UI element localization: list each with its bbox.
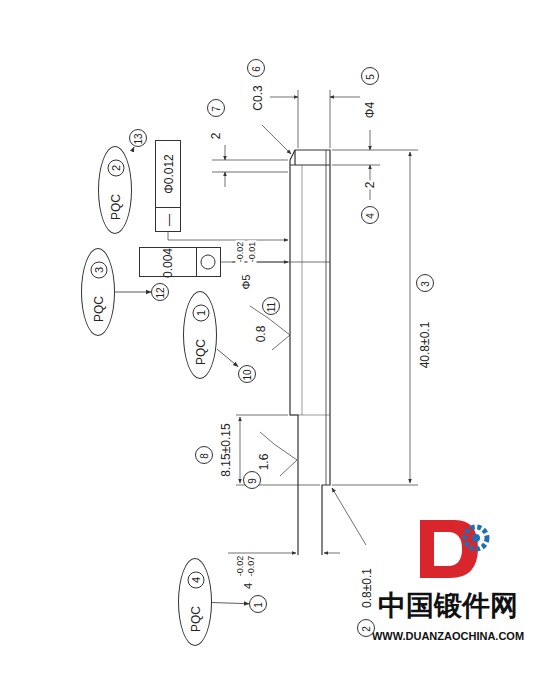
- tolerance-value: —: [163, 214, 175, 226]
- pqc-label: PQC: [110, 194, 122, 220]
- callout-number: 4: [361, 206, 379, 224]
- dimension-text: -0.02: [236, 555, 245, 578]
- watermark-text: WWW.DUANZAOCHINA.COM: [371, 631, 525, 642]
- callout-number: 11: [262, 297, 280, 315]
- callout-number: 10: [243, 369, 253, 380]
- callout-number: 2: [357, 619, 375, 637]
- frame-divider: [196, 248, 197, 276]
- pqc-oval: PQC 4: [178, 558, 212, 646]
- callout-number: 7: [207, 99, 225, 117]
- callout-number: 1: [254, 602, 264, 608]
- callout-number: 3: [421, 281, 431, 287]
- leader-arrow: [217, 349, 238, 366]
- leader-arrow: [115, 292, 151, 293]
- tolerance-frame: 0.004: [139, 247, 221, 277]
- dimension-text: Φ4: [364, 101, 376, 119]
- callout-number: 5: [361, 67, 379, 85]
- dimension-text: 1.6: [258, 453, 270, 472]
- callout-number: 4: [366, 213, 376, 219]
- pqc-label: PQC: [195, 339, 207, 365]
- callout-number: 6: [247, 59, 265, 77]
- tolerance-value: Φ0.012: [163, 154, 175, 194]
- callout-number: 3: [416, 274, 434, 292]
- pqc-number: 3: [91, 262, 108, 279]
- pin-outline: [290, 150, 330, 555]
- dimension-text: 40.8±0.1: [419, 321, 431, 370]
- callout-number: 6: [252, 66, 262, 72]
- pin-outline: [290, 160, 298, 555]
- callout-number: 12: [156, 287, 166, 298]
- dimension-text: Φ5: [241, 274, 252, 291]
- dimension-text: 0.8±0.1: [361, 567, 373, 609]
- callout-number: 7: [212, 106, 222, 112]
- pqc-number: 4: [188, 572, 205, 589]
- callout-number: 10: [238, 365, 256, 383]
- pqc-number: 1: [193, 305, 210, 322]
- callout-number: 8: [200, 453, 210, 459]
- dimension-text: C0.3: [252, 84, 264, 111]
- pqc-oval: PQC 3: [81, 248, 115, 336]
- callout-number: 2: [362, 626, 372, 632]
- watermark-text: 中国锻件网: [377, 592, 519, 620]
- callout-number: 13: [134, 133, 144, 144]
- watermark-logo: [420, 520, 487, 578]
- dimension-text: 0.8: [255, 325, 267, 344]
- pqc-label: PQC: [93, 296, 105, 322]
- dimension-text: -0.02: [236, 241, 245, 264]
- dimension-text: 4: [243, 582, 254, 590]
- callout-number: 9: [248, 478, 258, 484]
- dimension-text: -0.01: [248, 241, 257, 264]
- tolerance-value: 0.004: [162, 248, 174, 278]
- callout-number: 13: [129, 129, 147, 147]
- leader-arrow: [212, 603, 249, 604]
- callout-number: 9: [243, 471, 261, 489]
- pqc-oval: PQC 1: [183, 291, 217, 379]
- dimension-text: -0.07: [247, 555, 256, 578]
- dimension-text: 8.15±0.15: [220, 422, 232, 477]
- callout-number: 11: [267, 302, 277, 312]
- pqc-number: 2: [108, 160, 125, 177]
- dimension-text: 2: [364, 181, 376, 190]
- dimension-text: 2: [210, 132, 222, 141]
- callout-number: 12: [151, 283, 169, 301]
- callout-number: 5: [366, 74, 376, 80]
- pqc-label: PQC: [190, 606, 202, 632]
- tolerance-frame: — Φ0.012: [155, 140, 181, 232]
- leader-arrow: [132, 147, 134, 152]
- frame-divider: [156, 207, 180, 208]
- callout-number: 8: [195, 446, 213, 464]
- callout-number: 1: [249, 595, 267, 613]
- pqc-oval: PQC 2: [98, 146, 132, 234]
